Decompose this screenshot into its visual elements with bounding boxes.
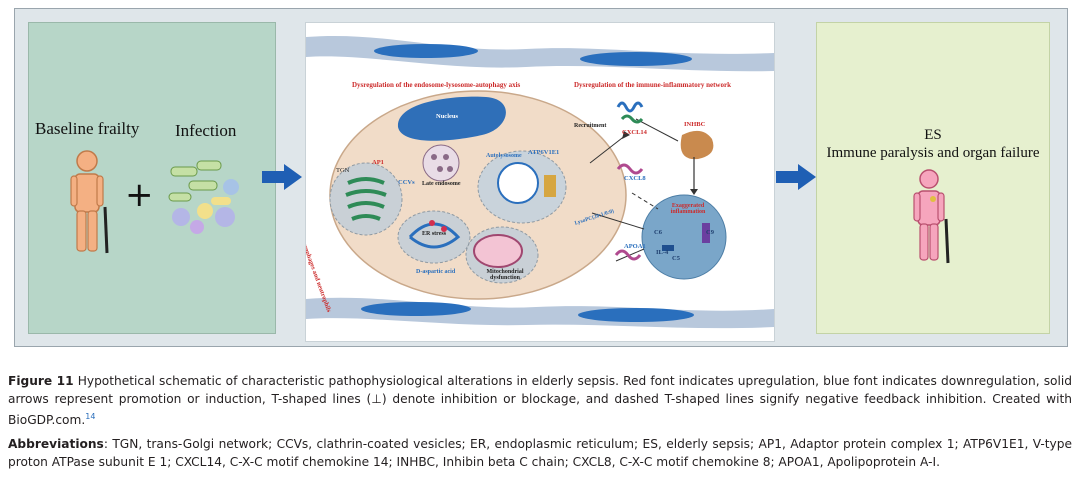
plus-symbol: +: [125, 175, 154, 215]
il4-label: IL-4: [656, 249, 669, 256]
cxcl8-label: CXCL8: [624, 175, 646, 182]
figure-caption-paragraph: Figure 11 Hypothetical schematic of char…: [8, 372, 1072, 429]
ap1-label: AP1: [372, 159, 384, 166]
ccvs-label: CCVs: [398, 179, 415, 186]
autolysosome-label: Autolysosome: [486, 153, 522, 159]
organ-failure-label: Immune paralysis and organ failure: [826, 145, 1040, 161]
figure-text: Hypothetical schematic of characteristic…: [8, 374, 1073, 428]
arrow-right-icon: [262, 164, 302, 190]
elderly-person-icon: [70, 150, 109, 254]
recruitment-label: Recruitment: [574, 123, 607, 129]
nucleus-label: Nucleus: [436, 113, 459, 120]
d-aspartic-label: D-aspartic acid: [416, 269, 456, 275]
c9-label: C9: [706, 229, 714, 236]
late-endosome-label: Late endosome: [422, 181, 461, 187]
tgn-label: TGN: [336, 167, 350, 174]
sick-elderly-person-icon: [913, 169, 950, 264]
atp6v1e1-label: ATP6V1E1: [528, 149, 560, 156]
baseline-frailty-label: Baseline frailty: [35, 119, 140, 138]
mito-dysfunction-label: Mitochondrial dysfunction: [486, 269, 524, 281]
inhbc-label: INHBC: [684, 121, 706, 128]
figure-label: Figure 11: [8, 374, 74, 388]
abbreviations-text: : TGN, trans-Golgi network; CCVs, clathr…: [8, 437, 1072, 470]
cell-diagram: [306, 35, 774, 329]
arrow-right-icon: [776, 164, 816, 190]
exaggerated-inflammation-label: Exaggerated inflammation: [670, 203, 706, 215]
header-endosome-axis: Dysregulation of the endosome-lysosome-a…: [352, 81, 521, 89]
cxcl14-label: CXCL14: [622, 129, 647, 136]
figure-caption: Figure 11 Hypothetical schematic of char…: [8, 372, 1072, 477]
er-stress-label: ER stress: [422, 231, 447, 237]
header-immune-network: Dysregulation of the immune-inflammatory…: [574, 81, 731, 89]
es-label: ES: [924, 127, 942, 143]
pathogens-icon: [168, 160, 239, 234]
c5-label: C5: [672, 255, 680, 262]
abbreviations-label: Abbreviations: [8, 437, 104, 452]
abbreviations-paragraph: Abbreviations: TGN, trans-Golgi network;…: [8, 435, 1072, 471]
apoa1-label: APOA1: [624, 243, 646, 250]
left-panel: Baseline frailty Infection +: [28, 22, 276, 334]
center-panel: Dysregulation of the endosome-lysosome-a…: [305, 22, 775, 342]
right-panel: ES Immune paralysis and organ failure: [816, 22, 1050, 334]
reference-superscript[interactable]: 14: [85, 412, 96, 421]
c6-label: C6: [654, 229, 662, 236]
infection-label: Infection: [175, 121, 237, 140]
